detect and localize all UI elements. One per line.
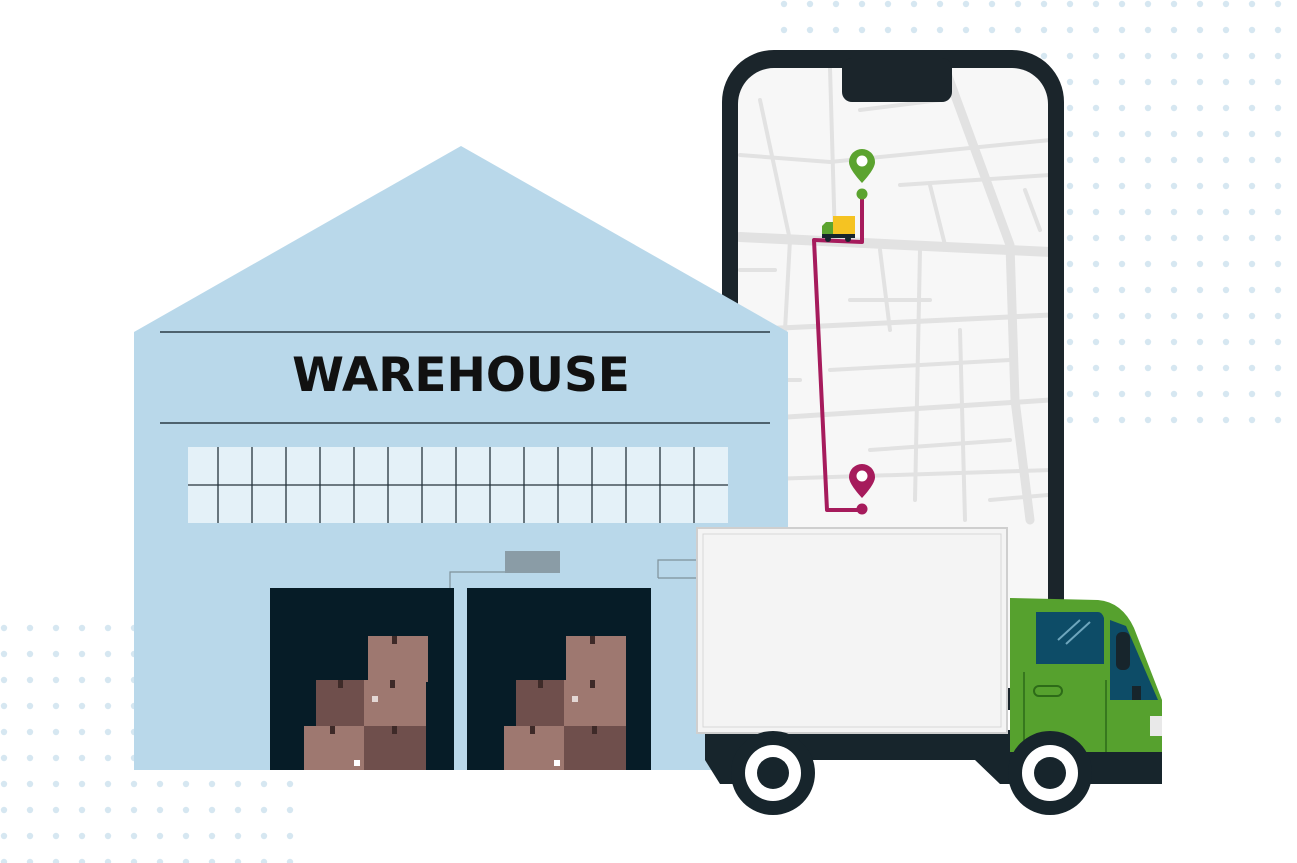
loading-door-left <box>270 588 454 770</box>
wall-light <box>505 551 560 573</box>
location-pin-icon <box>849 149 875 200</box>
warehouse-sign: WAREHOUSE <box>292 348 630 403</box>
map-roads <box>738 68 1048 525</box>
window-strip <box>188 447 728 523</box>
delivery-truck <box>696 527 1162 815</box>
box-stack <box>304 636 428 770</box>
box-stack <box>504 636 626 770</box>
loading-door-right <box>467 588 651 770</box>
phone-notch <box>842 58 952 102</box>
truck-wheel-rear <box>731 731 815 815</box>
truck-wheel-front <box>1008 731 1092 815</box>
delivery-truck-icon <box>822 216 855 242</box>
delivery-route <box>812 195 864 512</box>
location-pin-icon <box>849 464 875 515</box>
truck-cargo-box <box>696 527 1008 734</box>
warehouse: WAREHOUSE <box>134 146 788 770</box>
